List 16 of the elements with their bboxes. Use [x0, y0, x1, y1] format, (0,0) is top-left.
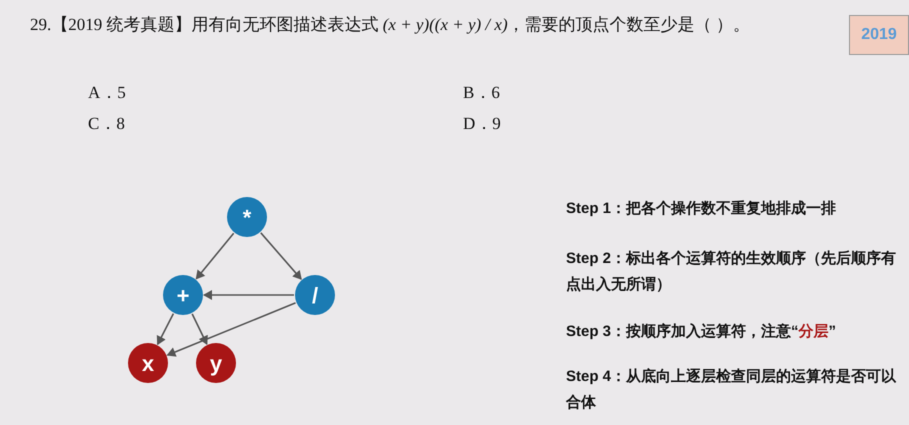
arrow	[260, 232, 302, 280]
arrow	[156, 313, 174, 346]
step-text: Step 2：标出各个运算符的生效顺序（先后顺序有点出入无所谓）	[566, 249, 898, 295]
answer-option: A．5	[88, 80, 126, 106]
question-text: 29.【2019 统考真题】用有向无环图描述表达式 (x + y)((x + y) / x)，需要的顶点个数至少是（ ）。	[29, 14, 751, 36]
arrow	[203, 290, 294, 300]
year-tag: 2019	[849, 15, 909, 55]
answer-option: C．8	[88, 111, 125, 136]
step-text: Step 4：从底向上逐层检查同层的运算符是否可以合体	[566, 367, 898, 413]
step-text: Step 3：按顺序加入运算符，注意“分层”	[566, 322, 838, 342]
arrow	[166, 302, 296, 357]
answer-option: D．9	[463, 111, 501, 136]
arrow	[196, 232, 234, 280]
answer-option: B．6	[463, 80, 500, 106]
arrow	[191, 314, 208, 345]
step-text: Step 1：把各个操作数不重复地排成一排	[566, 199, 838, 219]
